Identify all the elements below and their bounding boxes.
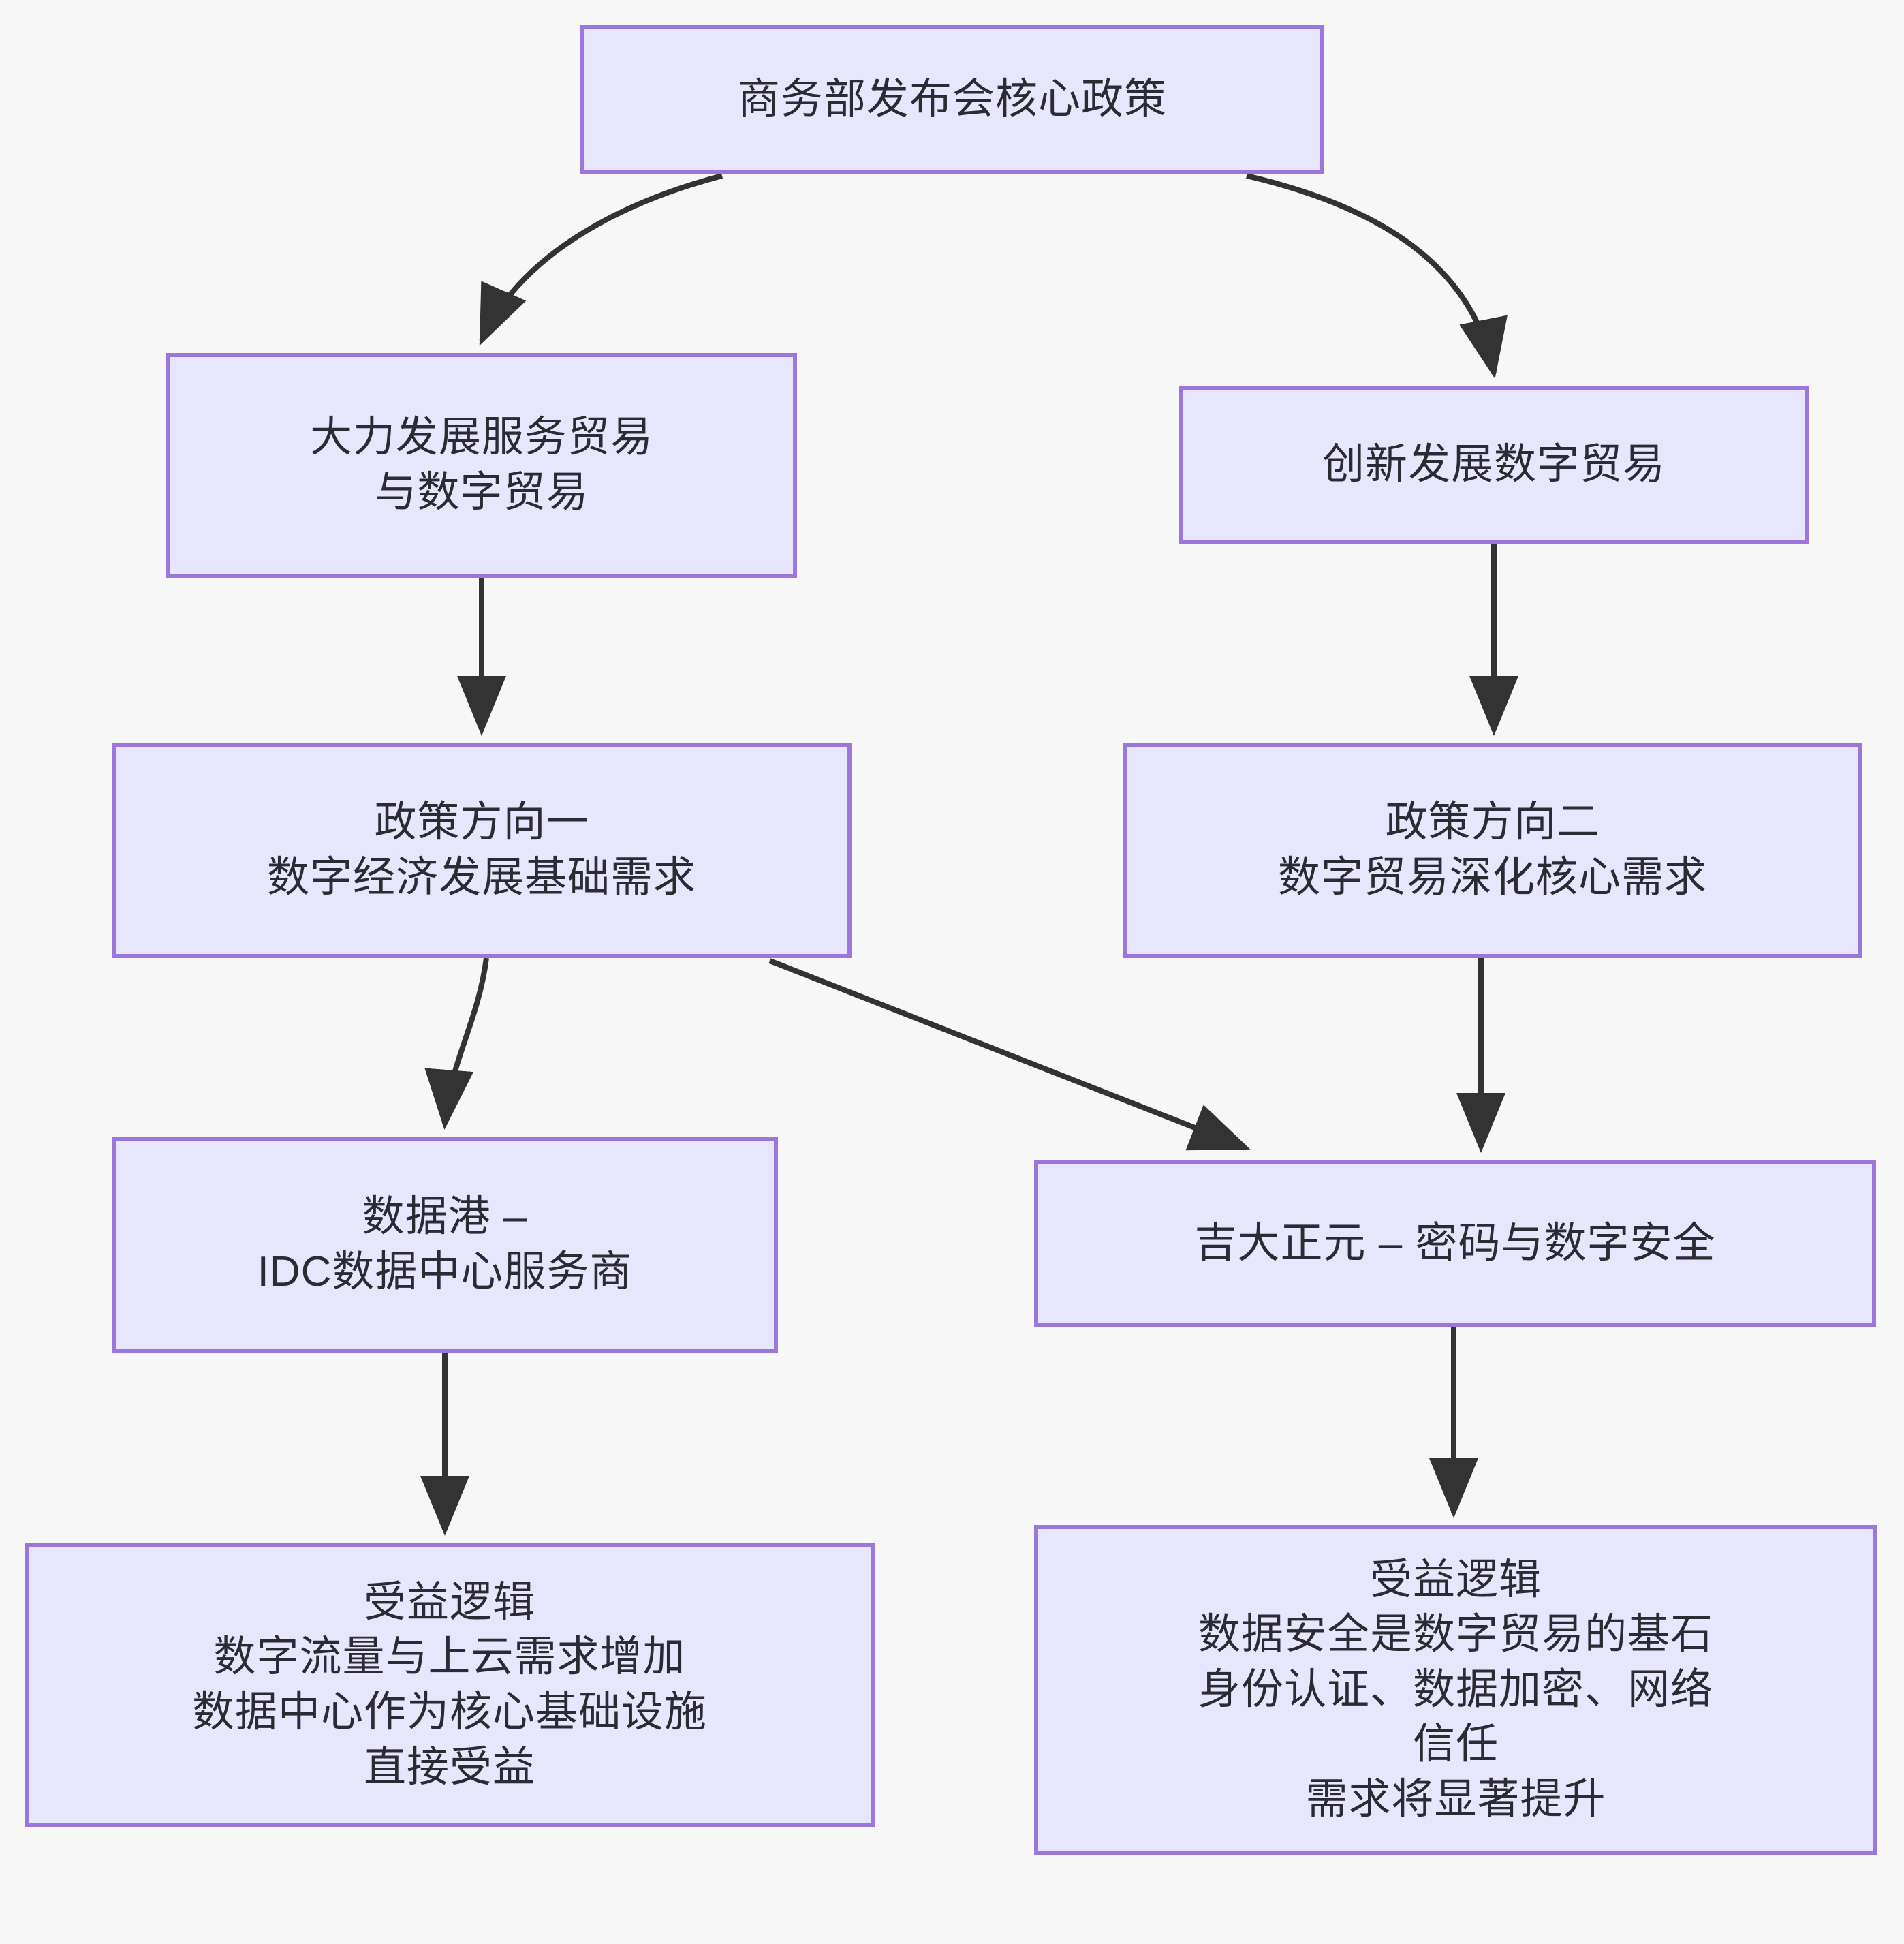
node-policy-direction-one[interactable]: 政策方向一 数字经济发展基础需求	[112, 743, 852, 958]
node-branch-service-trade[interactable]: 大力发展服务贸易 与数字贸易	[166, 353, 797, 578]
node-benefit-logic-idc[interactable]: 受益逻辑 数字流量与上云需求增加 数据中心作为核心基础设施 直接受益	[25, 1543, 875, 1827]
edge-policy-one-to-company-sec	[768, 958, 1251, 1151]
node-company-datagang[interactable]: 数据港 – IDC数据中心服务商	[112, 1137, 778, 1353]
node-branch-digital-trade[interactable]: 创新发展数字贸易	[1179, 386, 1809, 544]
node-policy-direction-two[interactable]: 政策方向二 数字贸易深化核心需求	[1123, 743, 1862, 958]
node-policy-direction-two-label: 政策方向二 数字贸易深化核心需求	[1277, 799, 1707, 901]
node-company-jit-label: 吉大正元 – 密码与数字安全	[1194, 1219, 1716, 1267]
node-branch-digital-trade-label: 创新发展数字贸易	[1322, 440, 1666, 488]
node-branch-service-trade-label: 大力发展服务贸易 与数字贸易	[309, 414, 653, 516]
edge-policy-one-to-company-idc	[424, 957, 489, 1130]
node-benefit-logic-idc-label: 受益逻辑 数字流量与上云需求增加 数据中心作为核心基础设施 直接受益	[191, 1578, 707, 1791]
node-policy-direction-one-label: 政策方向一 数字经济发展基础需求	[266, 799, 696, 901]
edge-root-to-branch-left	[479, 173, 723, 346]
node-benefit-logic-security-label: 受益逻辑 数据安全是数字贸易的基石 身份认证、数据加密、网络 信任 需求将显著提…	[1198, 1556, 1713, 1823]
node-benefit-logic-security[interactable]: 受益逻辑 数据安全是数字贸易的基石 身份认证、数据加密、网络 信任 需求将显著提…	[1034, 1525, 1877, 1855]
node-company-datagang-label: 数据港 – IDC数据中心服务商	[257, 1193, 633, 1295]
node-root-policy[interactable]: 商务部发布会核心政策	[580, 25, 1324, 174]
edge-root-to-branch-right	[1246, 173, 1508, 379]
node-company-jit[interactable]: 吉大正元 – 密码与数字安全	[1034, 1160, 1876, 1327]
node-root-policy-label: 商务部发布会核心政策	[737, 75, 1167, 123]
